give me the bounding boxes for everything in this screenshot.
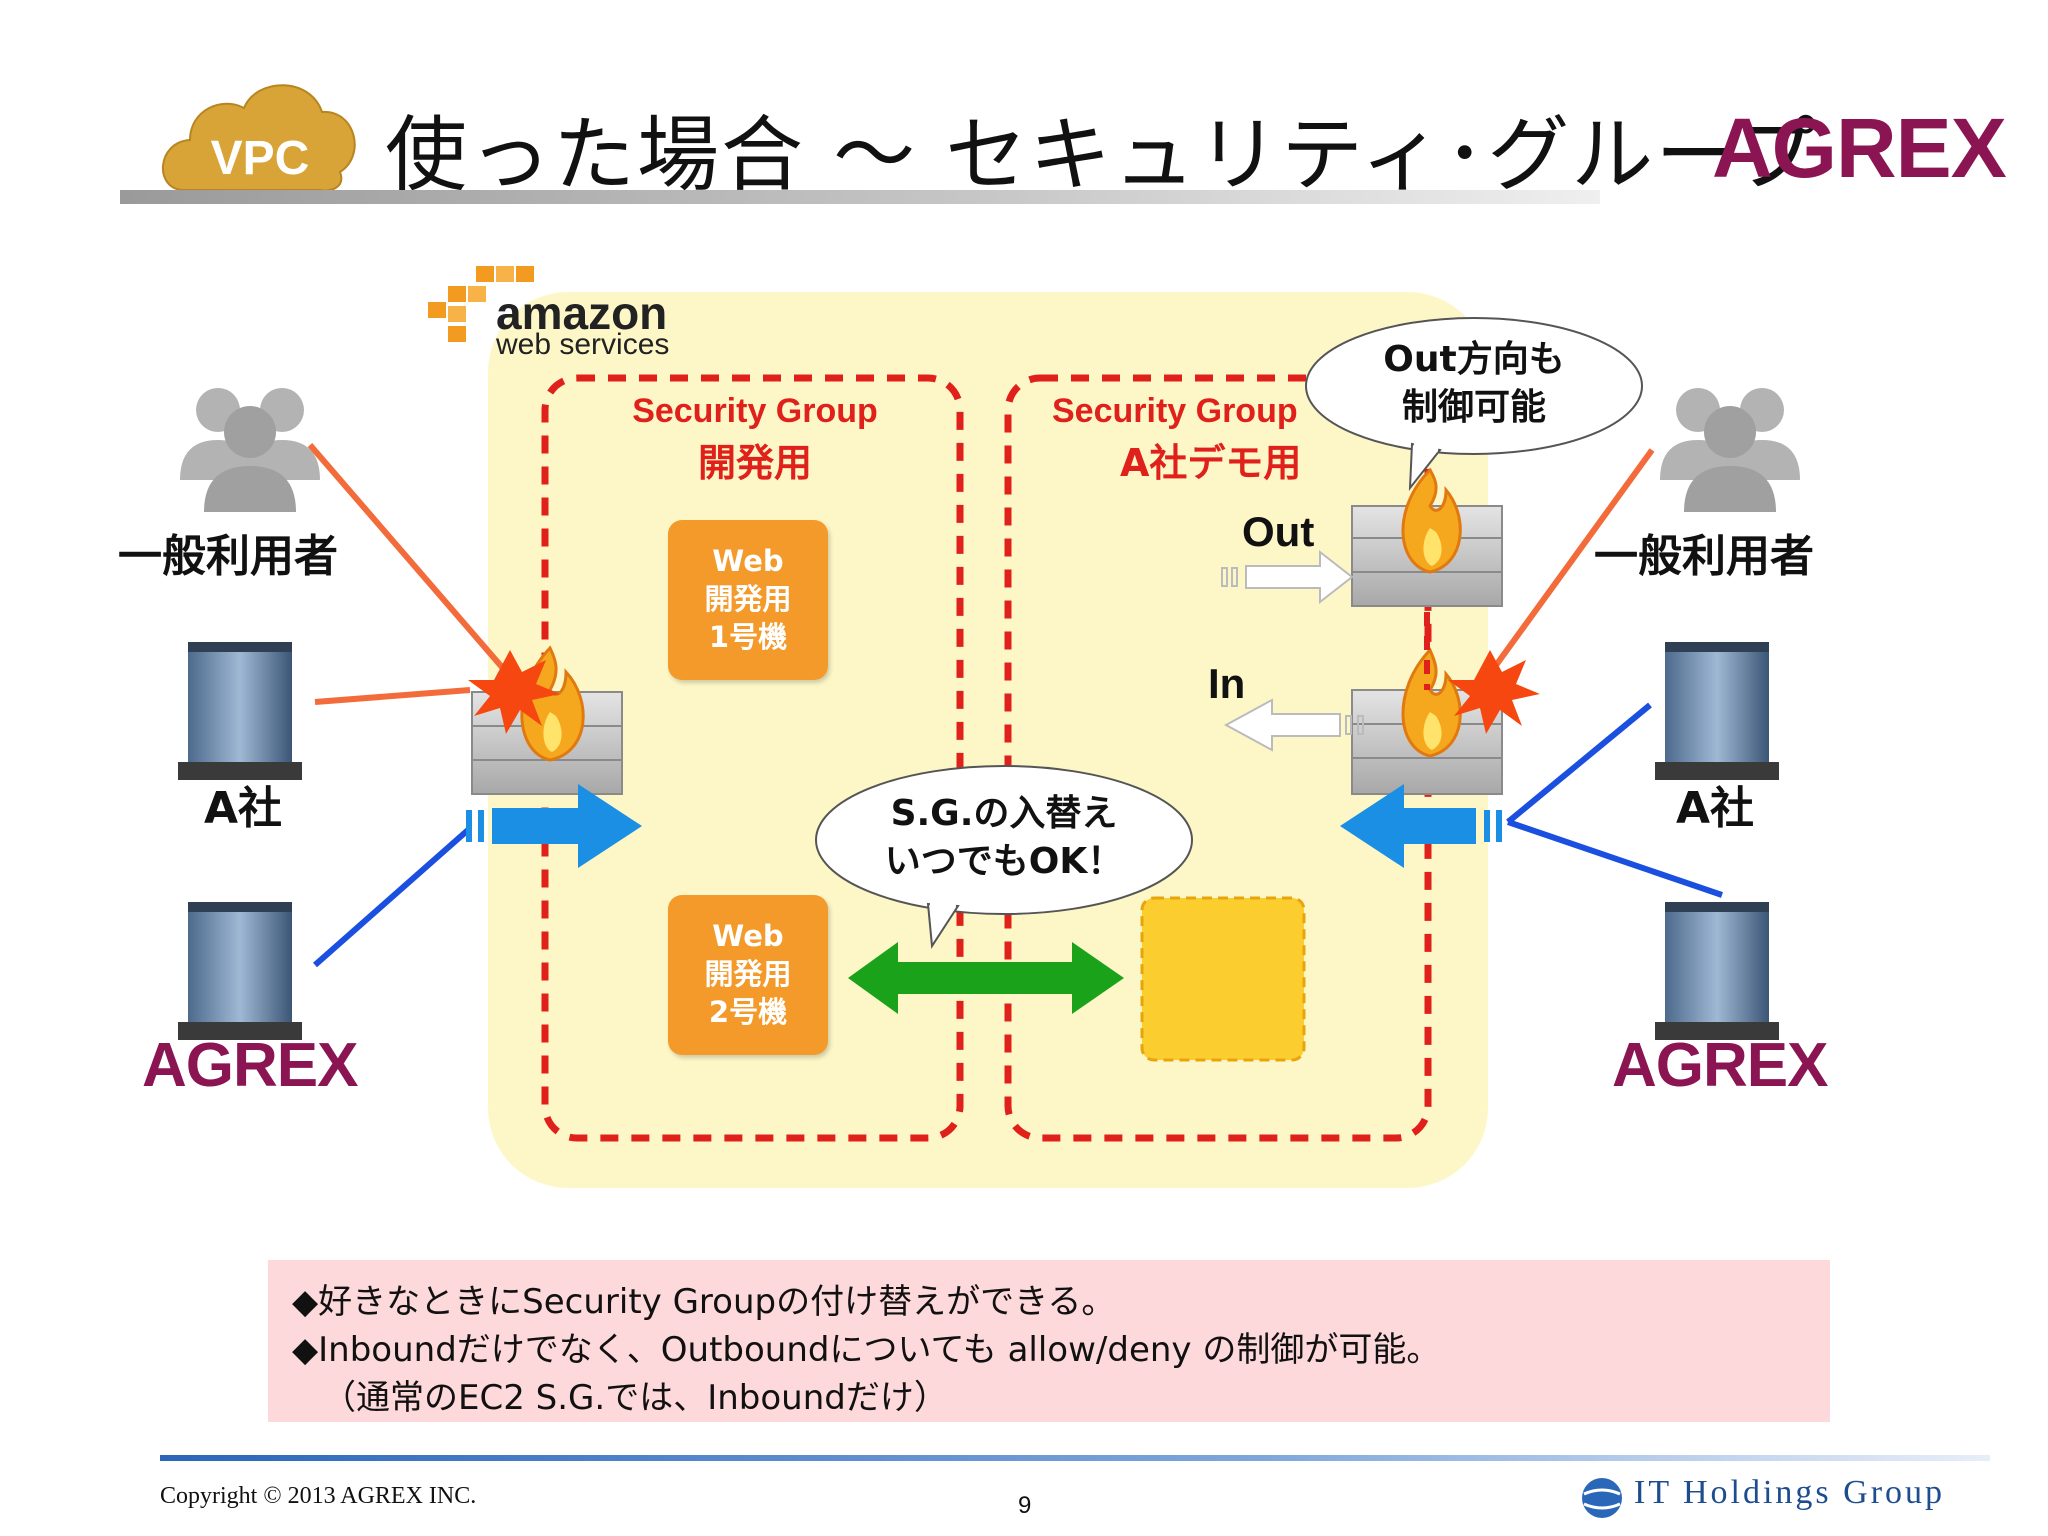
copyright-text: Copyright © 2013 AGREX INC. [160,1483,477,1509]
cloud-icon [161,84,356,192]
left-agrex-building-icon [178,902,302,1040]
summary-note-box [268,1260,1830,1422]
right-agrex-logo: AGREX [1612,1031,1828,1100]
note-line-3: （通常のEC2 S.G.では、Inboundだけ） [322,1378,948,1418]
web-server-1-line3: 1号機 [708,620,788,654]
left-attack-burst-icon [468,650,560,734]
it-holdings-globe-icon [1582,1478,1622,1518]
in-arrow-icon [1223,698,1364,752]
web-server-1: Web 開発用 1号機 [668,520,828,680]
web-server-2: Web 開発用 2号機 [668,895,828,1055]
out-flow-label: Out [1242,508,1315,555]
out-control-callout-text: Out方向も 制御可能 [1344,336,1604,432]
swap-line2: いつでもOK！ [884,841,1124,882]
aws-cubes-icon [428,266,534,342]
right-company-label: A社 [1676,783,1755,834]
out-control-line2: 制御可能 [1401,387,1546,428]
out-arrow-icon [1221,549,1354,605]
web-server-2-line1: Web [712,919,784,953]
swap-callout [815,765,1193,949]
in-flow-label: In [1208,660,1246,707]
right-users-icon [1660,388,1800,512]
title-underline [120,190,1600,204]
left-firewall-icon [471,645,623,795]
left-users-label: 一般利用者 [118,531,338,582]
it-holdings-group-label: IT Holdings Group [1634,1474,1946,1511]
left-company-link [314,687,471,705]
left-users-icon [180,388,320,512]
right-users-label: 一般利用者 [1594,531,1814,582]
left-agrex-logo: AGREX [142,1031,358,1100]
right-user-link [1491,448,1655,670]
web-server-2-line2: 開発用 [704,957,792,991]
empty-server-slot [1140,896,1306,1062]
right-inbound-arrow-icon [1340,784,1502,868]
page-title: 使った場合 ～ セキュリティ･グループ [385,108,1819,203]
swap-line1: S.G.の入替え [890,793,1118,834]
note-line-1: ◆好きなときにSecurity Groupの付け替えができる。 [292,1282,1116,1322]
left-agrex-link [313,827,470,968]
right-agrex-link [1507,819,1723,898]
right-company-building-icon [1655,642,1779,780]
web-server-1-line1: Web [712,544,784,578]
sg-dev-sub: 開発用 [697,441,812,485]
vpc-cloud-badge: VPC [161,84,356,192]
page-number: 9 [1018,1492,1032,1519]
out-firewall-icon [1351,467,1503,607]
aws-logo-word: amazon [496,287,668,339]
swap-callout-text: S.G.の入替え いつでもOK！ [844,790,1164,886]
web-server-1-line2: 開発用 [704,582,792,616]
swap-arrow-icon [848,942,1124,1014]
sg-dev-label: Security Group [632,392,878,430]
sg-demo-sub: A社デモ用 [1120,441,1302,485]
web-server-2-line3: 2号機 [708,995,788,1029]
agrex-logo: AGREX [1712,101,2007,195]
out-control-line1: Out方向も [1383,339,1565,380]
aws-logo-sub: web services [496,328,670,361]
left-user-link [307,443,523,690]
right-agrex-building-icon [1655,902,1779,1040]
vpc-badge-label: VPC [211,132,310,185]
left-inbound-arrow-icon [466,784,642,868]
footer-divider [160,1455,1990,1461]
right-company-link [1506,702,1652,825]
right-attack-burst-icon [1448,650,1540,734]
out-control-callout [1305,317,1643,492]
sg-demo-label: Security Group [1052,392,1298,430]
left-company-label: A社 [204,783,283,834]
note-line-2: ◆Inboundだけでなく、Outboundについても allow/deny の… [292,1330,1441,1370]
left-company-building-icon [178,642,302,780]
